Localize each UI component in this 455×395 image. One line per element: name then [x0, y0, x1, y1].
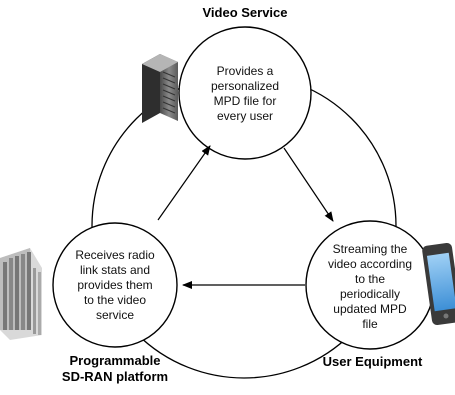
sdran-description: Receives radio link stats and provides t… — [75, 248, 155, 322]
sdran-circle — [52, 222, 178, 348]
smartphone-icon — [422, 242, 455, 326]
video-service-title: Video Service — [202, 5, 288, 20]
user-equipment-description: Streaming the video according to the per… — [327, 242, 413, 331]
arrow-sdran-to-video — [157, 145, 211, 221]
server-icon — [142, 54, 178, 123]
cell-tower-icon — [0, 248, 42, 340]
video-service-circle — [178, 26, 312, 160]
user-equipment-title: User Equipment — [322, 354, 423, 369]
sdran-title: Programmable SD-RAN platform — [61, 353, 169, 384]
arrow-video-to-ue — [283, 147, 334, 222]
video-service-description: Provides a personalized MPD file for eve… — [210, 64, 280, 123]
